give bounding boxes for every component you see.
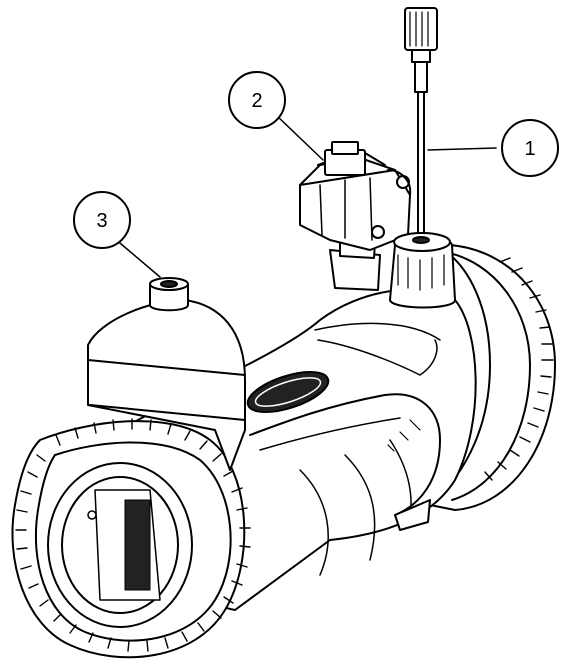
callout-2-label: 2 — [251, 90, 262, 112]
callout-2-circle — [228, 71, 286, 129]
right-union-nut — [429, 244, 556, 511]
callout-3-circle — [73, 191, 131, 249]
callout-1-label: 1 — [524, 138, 535, 160]
item-3-port-cap — [87, 277, 246, 471]
left-union-nut — [11, 418, 251, 659]
brand-emblem — [246, 370, 330, 414]
leader-line-1 — [427, 147, 497, 151]
item-1-sensor-cable — [389, 7, 456, 309]
leader-line-2 — [274, 113, 324, 161]
callout-1-circle — [501, 119, 559, 177]
item-2-solenoid-valve — [299, 141, 412, 291]
leader-line-3 — [113, 237, 161, 278]
callout-3-label: 3 — [96, 210, 107, 232]
leader-lines — [113, 113, 497, 278]
callout-1: 1 — [501, 119, 559, 177]
callout-2: 2 — [228, 71, 286, 129]
callout-3: 3 — [73, 191, 131, 249]
